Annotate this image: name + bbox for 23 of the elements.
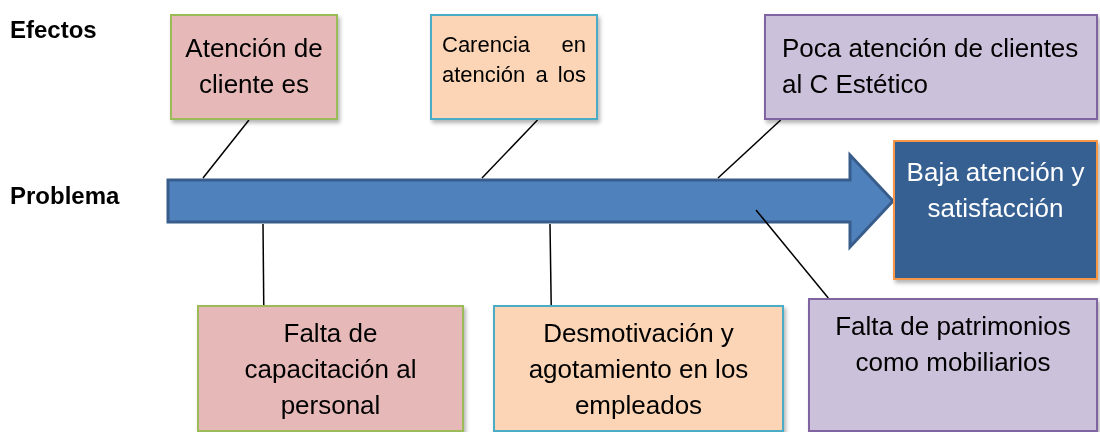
- cause-box: [170, 14, 338, 120]
- cause-box: [493, 305, 784, 432]
- cause-box: [430, 14, 598, 120]
- connector-line: [202, 119, 250, 179]
- box-text: Poca atención de clientes al C Estético: [782, 32, 1080, 101]
- connector-line: [717, 119, 782, 179]
- row-label: Problema: [10, 182, 120, 210]
- connector-line: [549, 223, 552, 306]
- connector-line: [755, 209, 830, 299]
- cause-box: [764, 14, 1098, 120]
- box-text: Atención de cliente es: [184, 32, 324, 101]
- box-text: Baja atención y satisfacción: [905, 156, 1086, 225]
- cause-box: [197, 305, 464, 432]
- connector-line: [481, 119, 539, 179]
- problem-box: [893, 140, 1098, 280]
- box-text: Carencia en atención a los: [442, 31, 586, 89]
- connector-line: [262, 223, 265, 306]
- row-label: Efectos: [10, 16, 97, 44]
- cause-box: [808, 298, 1098, 432]
- box-text: Falta de patrimonios como mobiliarios: [834, 310, 1072, 379]
- spine-arrow: [166, 151, 896, 251]
- box-text: Desmotivación y agotamiento en los empleados: [527, 317, 750, 422]
- box-text: Falta de capacitación al personal: [243, 317, 418, 422]
